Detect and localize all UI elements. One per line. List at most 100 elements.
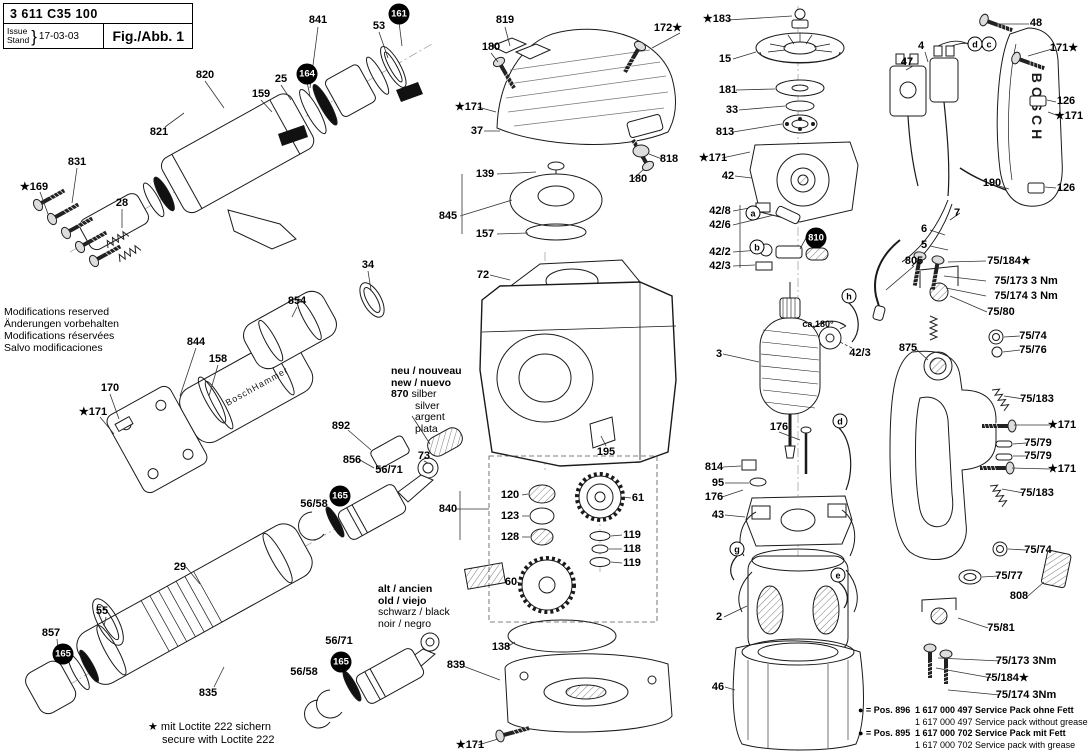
- top-cover: [489, 28, 676, 175]
- part-label-15: 15: [718, 53, 732, 65]
- part-label-43: 43: [711, 509, 725, 521]
- part-label-29: 29: [173, 561, 187, 573]
- part-label-75/79: 75/79: [1024, 437, 1052, 449]
- part-label-126: 126: [1056, 95, 1076, 107]
- part-label-48: 48: [1029, 17, 1043, 29]
- part-label-3: 3: [715, 348, 723, 360]
- motor-housing: [732, 638, 864, 751]
- small-rings-left: [114, 282, 385, 433]
- loctite-note: ★ mit Loctite 222 sichern secure with Lo…: [148, 721, 275, 746]
- part-label-180: 180: [628, 173, 648, 185]
- part-badge-165: 165: [52, 643, 74, 665]
- clutch-assembly: [509, 161, 603, 241]
- part-label-820: 820: [195, 69, 215, 81]
- part-label-831: 831: [67, 156, 87, 168]
- part-label-75/80: 75/80: [987, 306, 1015, 318]
- part-badge-164: 164: [296, 63, 318, 85]
- part-label-56/58: 56/58: [300, 498, 328, 510]
- part-label-835: 835: [198, 687, 218, 699]
- part-label-119: 119: [623, 557, 641, 569]
- leader-lines: [39, 15, 1060, 746]
- part-label-75/183: 75/183: [1020, 393, 1054, 405]
- issue-date: 17-03-03: [38, 30, 79, 42]
- armature: [759, 282, 821, 459]
- part-label-171: ★171: [455, 739, 485, 751]
- field-stator: [738, 548, 858, 653]
- gear-housing: [479, 281, 677, 467]
- document-number: 3 611 C35 100: [4, 4, 192, 24]
- part-label-75/74: 75/74: [1019, 330, 1047, 342]
- part-label-857: 857: [41, 627, 61, 639]
- part-label-42/8: 42/8: [709, 205, 731, 217]
- part-label-ca.180°: ca.180°: [802, 319, 834, 329]
- part-label-5: 5: [920, 239, 928, 251]
- part-870: 870: [391, 388, 409, 400]
- part-label-61: 61: [631, 492, 645, 504]
- ref-letter-g: g: [729, 541, 745, 557]
- part-label-128: 128: [500, 531, 520, 543]
- part-label-75/183: 75/183: [1020, 487, 1054, 499]
- part-label-75/184: 75/184★: [985, 672, 1029, 684]
- piston-lower: [304, 632, 440, 729]
- part-label-75/1743Nm: 75/174 3Nm: [995, 689, 1057, 701]
- part-badge-165: 165: [329, 485, 351, 507]
- part-label-181: 181: [718, 84, 738, 96]
- part-label-95: 95: [711, 477, 725, 489]
- part-label-845: 845: [438, 210, 458, 222]
- part-label-821: 821: [149, 126, 169, 138]
- part-label-42/3: 42/3: [849, 347, 871, 359]
- part-label-42/3: 42/3: [709, 260, 731, 272]
- part-label-840: 840: [438, 503, 458, 515]
- part-label-7: 7: [953, 207, 961, 219]
- part-label-56/71: 56/71: [375, 464, 403, 476]
- part-label-813: 813: [715, 126, 735, 138]
- part-label-171: 171★: [1049, 42, 1079, 54]
- washer-stack: [775, 79, 825, 134]
- retainer-ring: [92, 598, 124, 646]
- ref-letter-h: h: [841, 288, 857, 304]
- part-label-170: 170: [100, 382, 120, 394]
- figure-label: Fig./Abb. 1: [103, 24, 192, 48]
- handle-top: BOSCH: [959, 10, 1063, 207]
- power-cord: [872, 199, 953, 321]
- wiring: [730, 299, 859, 609]
- part-label-190: 190: [982, 177, 1002, 189]
- part-label-75/81: 75/81: [987, 622, 1015, 634]
- part-label-176: 176: [704, 491, 724, 503]
- part-label-808: 808: [1009, 590, 1029, 602]
- cylinder-tube: [76, 523, 313, 685]
- part-label-844: 844: [186, 336, 206, 348]
- piston-upper: [298, 427, 463, 541]
- stand-label: Stand: [7, 35, 30, 45]
- part-label-841: 841: [308, 14, 328, 26]
- handle-grip: [889, 350, 997, 560]
- part-label-56/71: 56/71: [325, 635, 353, 647]
- ref-letter-e: e: [830, 567, 846, 583]
- part-label-176: 176: [769, 421, 789, 433]
- part-label-75/1733Nm: 75/173 3 Nm: [994, 275, 1058, 287]
- type-plate: [589, 416, 616, 449]
- part-label-169: ★169: [19, 181, 49, 193]
- part-label-60: 60: [504, 576, 518, 588]
- part-label-34: 34: [361, 259, 375, 271]
- modifications-note: Modifications reserved Änderungen vorbeh…: [4, 306, 120, 354]
- bottom-cover: [492, 619, 673, 745]
- striker-assembly: [79, 46, 407, 251]
- front-cap: [25, 649, 100, 715]
- handle-hardware: [921, 329, 1072, 686]
- part-label-171: ★171: [698, 152, 728, 164]
- part-label-75/1733Nm: 75/173 3Nm: [995, 655, 1057, 667]
- part-label-119: 119: [623, 529, 641, 541]
- part-label-157: 157: [475, 228, 495, 240]
- part-label-56/58: 56/58: [290, 666, 318, 678]
- part-label-875: 875: [898, 342, 918, 354]
- part-label-28: 28: [115, 197, 129, 209]
- color-note-old: alt / ancien old / viejo schwarz / black…: [378, 583, 450, 630]
- part-label-159: 159: [251, 88, 271, 100]
- title-block: 3 611 C35 100 Issue Stand } 17-03-03 Fig…: [3, 3, 193, 49]
- part-label-75/76: 75/76: [1019, 344, 1047, 356]
- part-label-75/184: 75/184★: [987, 255, 1031, 267]
